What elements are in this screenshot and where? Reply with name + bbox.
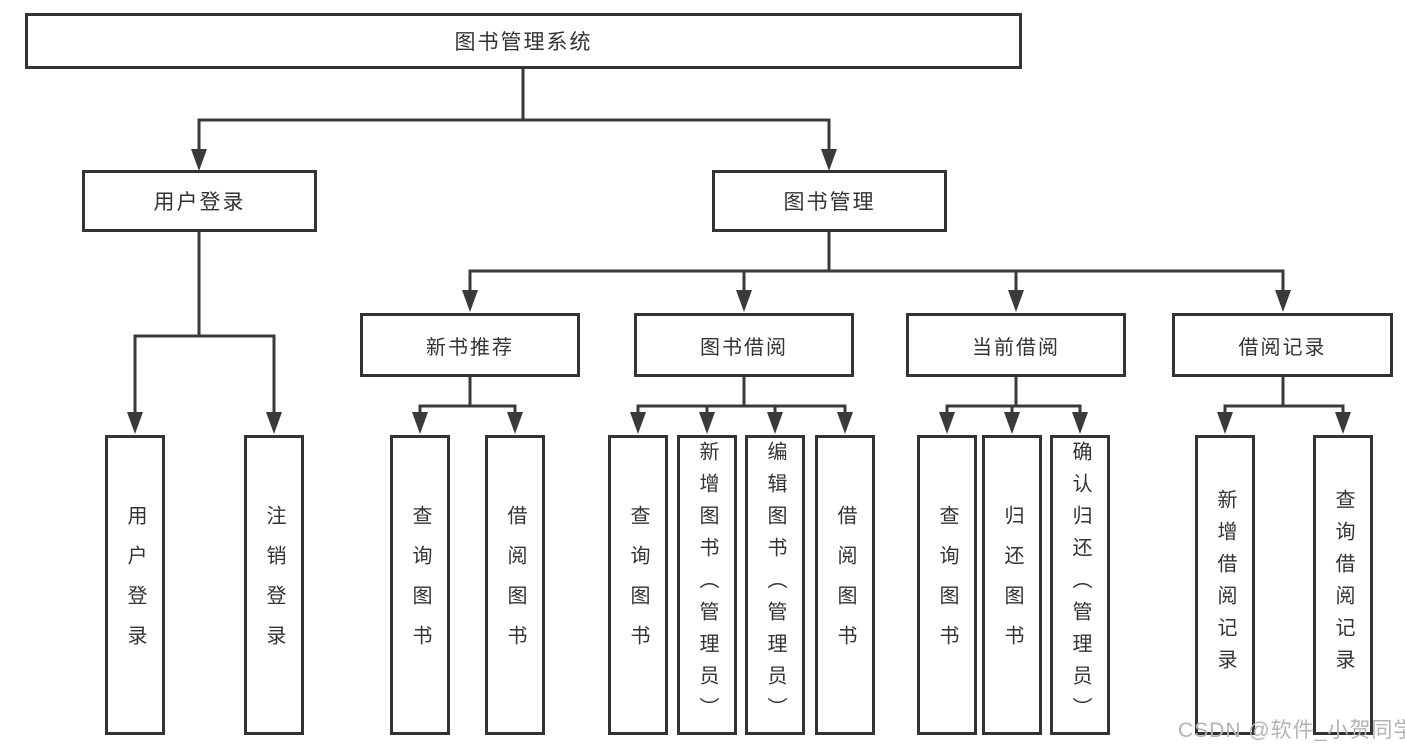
- node-leaf-borrow-books: 借阅图书: [815, 435, 875, 735]
- node-leaf-query-books-recommend: 查询图书: [390, 435, 450, 735]
- leaf-label: 归还图书: [1001, 505, 1023, 665]
- arrowhead-icon: [266, 412, 282, 434]
- arrowhead-icon: [1072, 412, 1088, 434]
- leaf-label: 借阅图书: [834, 505, 856, 665]
- node-book-borrowing: 图书借阅: [634, 313, 854, 377]
- node-new-book-recommend: 新书推荐: [360, 313, 580, 377]
- node-leaf-return-books: 归还图书: [982, 435, 1042, 735]
- arrowhead-icon: [412, 412, 428, 434]
- leaf-label: 查询图书: [627, 505, 649, 665]
- leaf-label: 查询图书: [936, 505, 958, 665]
- arrowhead-icon: [939, 412, 955, 434]
- node-book-management: 图书管理: [712, 170, 947, 232]
- node-leaf-add-borrow-record: 新增借阅记录: [1195, 435, 1255, 735]
- arrowhead-icon: [821, 149, 837, 171]
- node-user-login: 用户登录: [82, 170, 317, 232]
- node-leaf-add-book-admin: 新增图书（管理员）: [677, 435, 737, 735]
- node-leaf-logout: 注销登录: [244, 435, 304, 735]
- node-leaf-query-borrow-record: 查询借阅记录: [1313, 435, 1373, 735]
- node-borrowing-records: 借阅记录: [1172, 313, 1393, 377]
- leaf-label: 确认归还（管理员）: [1069, 441, 1091, 729]
- arrowhead-icon: [736, 290, 752, 312]
- node-current-borrowing: 当前借阅: [906, 313, 1126, 377]
- arrowhead-icon: [1217, 412, 1233, 434]
- node-leaf-query-books-borrow: 查询图书: [608, 435, 668, 735]
- leaf-label: 查询借阅记录: [1332, 489, 1354, 681]
- node-leaf-edit-book-admin: 编辑图书（管理员）: [745, 435, 805, 735]
- arrowhead-icon: [767, 412, 783, 434]
- arrowhead-icon: [1004, 412, 1020, 434]
- arrowhead-icon: [1275, 290, 1291, 312]
- arrowhead-icon: [507, 412, 523, 434]
- leaf-label: 编辑图书（管理员）: [764, 441, 786, 729]
- leaf-label: 借阅图书: [504, 505, 526, 665]
- arrowhead-icon: [1008, 290, 1024, 312]
- arrowhead-icon: [191, 149, 207, 171]
- leaf-label: 新增图书（管理员）: [696, 441, 718, 729]
- leaf-label: 查询图书: [409, 505, 431, 665]
- arrowhead-icon: [699, 412, 715, 434]
- node-leaf-query-books-current: 查询图书: [917, 435, 977, 735]
- node-leaf-borrow-books-recommend: 借阅图书: [485, 435, 545, 735]
- node-leaf-confirm-return-admin: 确认归还（管理员）: [1050, 435, 1110, 735]
- arrowhead-icon: [1335, 412, 1351, 434]
- arrowhead-icon: [630, 412, 646, 434]
- arrowhead-icon: [462, 290, 478, 312]
- csdn-watermark: CSDN @软件_小贺同学: [1178, 719, 1405, 742]
- node-library-system: 图书管理系统: [25, 13, 1022, 69]
- leaf-label: 注销登录: [263, 505, 285, 665]
- arrowhead-icon: [837, 412, 853, 434]
- leaf-label: 新增借阅记录: [1214, 489, 1236, 681]
- arrowhead-icon: [127, 412, 143, 434]
- node-leaf-user-login: 用户登录: [105, 435, 165, 735]
- leaf-label: 用户登录: [124, 505, 146, 665]
